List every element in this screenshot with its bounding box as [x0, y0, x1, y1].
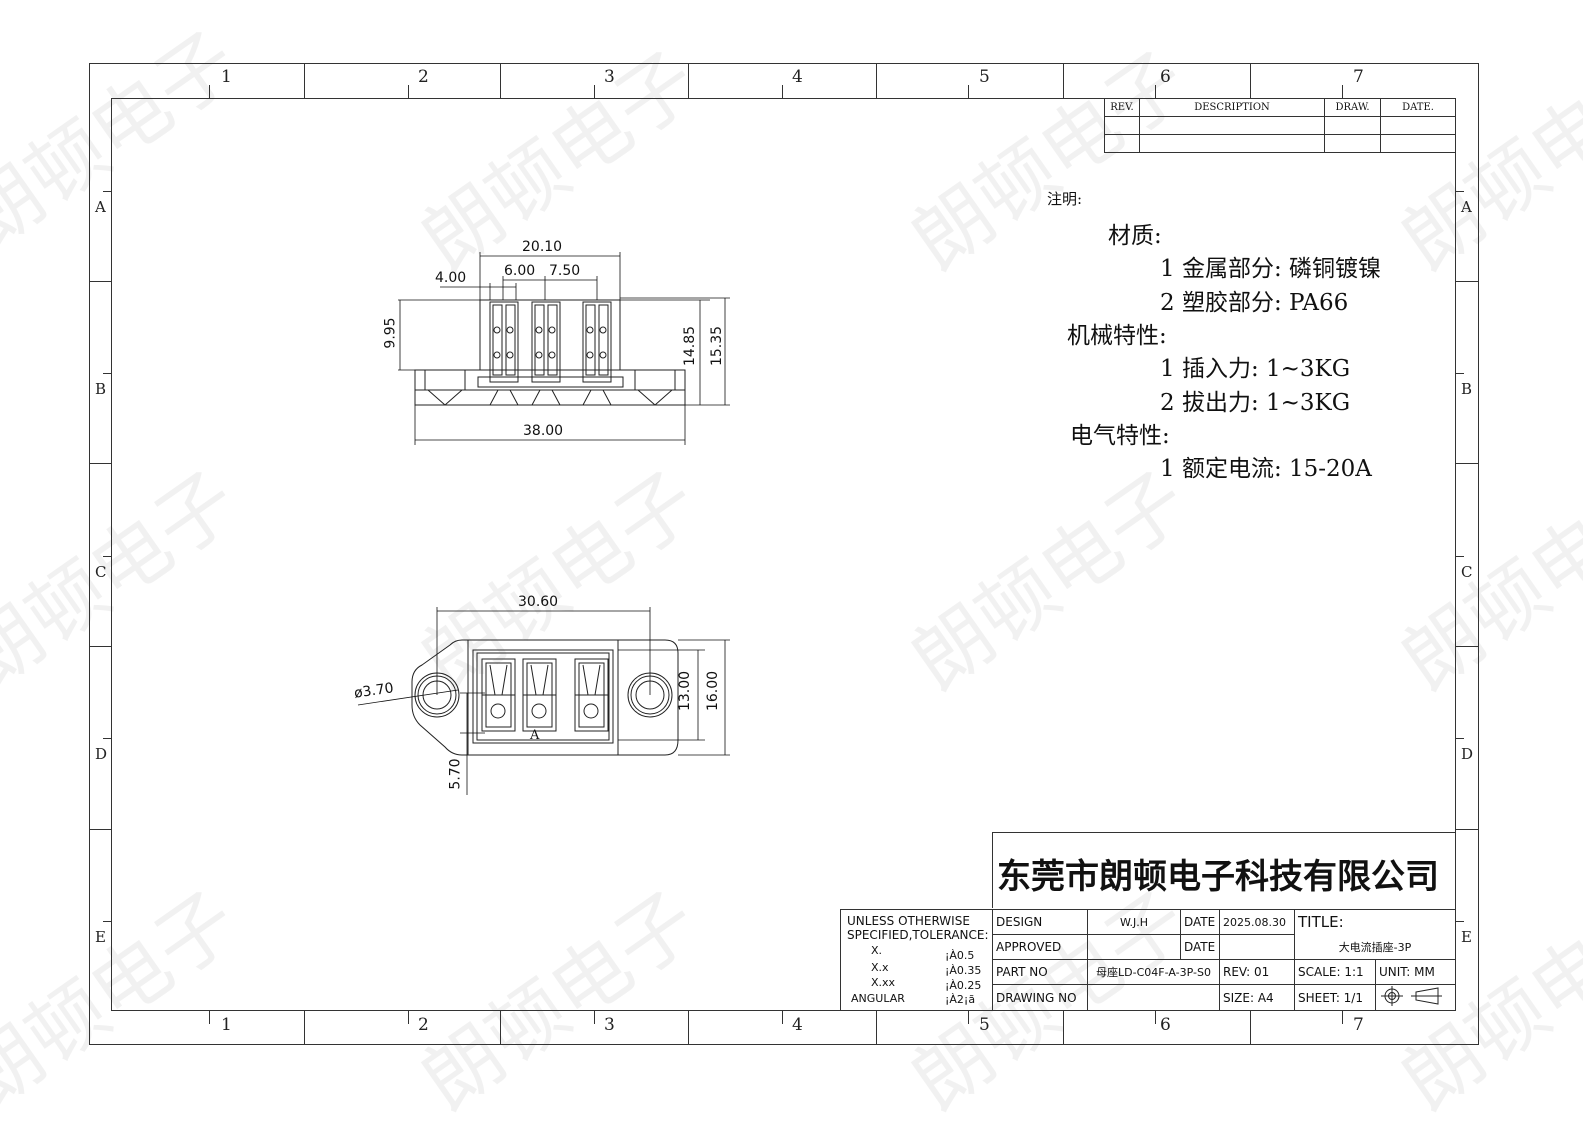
material-title: 材质: [1108, 223, 1162, 249]
grid-col-label: 6 [1160, 1015, 1171, 1035]
tolerance-line2: SPECIFIED,TOLERANCE: [847, 928, 989, 942]
revision-table-row [1104, 134, 1456, 153]
projection-symbol [1375, 984, 1456, 1011]
dim-hole-pitch: 30.60 [518, 594, 559, 610]
electrical-item: 1 额定电流: 15-20A [1160, 456, 1372, 482]
grid-col-label: 6 [1160, 67, 1171, 87]
electrical-title: 电气特性: [1070, 423, 1170, 449]
grid-col-label: 3 [604, 67, 615, 87]
rev-value: REV: 01 [1219, 959, 1295, 985]
grid-row-label: E [1461, 928, 1472, 946]
front-view-drawing [398, 252, 730, 445]
approved-label: APPROVED [992, 934, 1088, 960]
tolerance-line1: UNLESS OTHERWISE [847, 914, 970, 928]
grid-row-label: D [1461, 745, 1474, 763]
grid-col-label: 1 [221, 1015, 232, 1035]
revision-table-header: REV. DESCRIPTION DRAW. DATE. [1104, 98, 1456, 117]
grid-row-label: A [1461, 198, 1472, 216]
approved-date-value [1219, 934, 1295, 960]
grid-row-label: B [1461, 380, 1473, 398]
size-value: SIZE: A4 [1219, 984, 1295, 1011]
grid-col-label: 2 [418, 67, 429, 87]
drawing-no-value [1087, 984, 1220, 1011]
grid-col-label: 7 [1353, 1015, 1364, 1035]
grid-row-label: B [95, 380, 107, 398]
grid-col-label: 7 [1353, 67, 1364, 87]
title-block-table: DESIGN W.J.H DATE 2025.08.30 TITLE: APPR… [992, 909, 1456, 1011]
dim-pitch-b: 6.00 [504, 263, 536, 279]
dim-height-left: 9.95 [382, 317, 399, 349]
tolerance-box: UNLESS OTHERWISE SPECIFIED,TOLERANCE: X.… [840, 909, 992, 1011]
company-name: 东莞市朗顿电子科技有限公司 [997, 857, 1439, 897]
grid-row-label: A [95, 198, 106, 216]
unit-value: UNIT: MM [1375, 959, 1456, 985]
grid-col-label: 3 [604, 1015, 615, 1035]
title-label: TITLE: [1294, 909, 1456, 935]
rev-header: REV. [1104, 98, 1140, 117]
revision-table-row [1104, 116, 1456, 135]
approved-value [1087, 934, 1181, 960]
grid-col-label: 4 [792, 67, 803, 87]
tolerance-label: ANGULAR [851, 992, 905, 1005]
scale-value: SCALE: 1:1 [1294, 959, 1376, 985]
grid-col-label: 1 [221, 67, 232, 87]
mechanical-item: 1 插入力: 1~3KG [1160, 356, 1351, 382]
grid-col-label: 5 [979, 1015, 990, 1035]
outer-frame [89, 63, 1479, 1045]
dim-width-top: 20.10 [522, 239, 563, 255]
approved-date-label: DATE [1180, 934, 1220, 960]
description-header: DESCRIPTION [1139, 98, 1325, 117]
first-angle-projection-icon [1381, 986, 1442, 1006]
date-label: DATE [1180, 909, 1220, 935]
tolerance-label: X.xx [871, 976, 896, 989]
inner-frame [111, 98, 1456, 1011]
tolerance-value: ¡À0.5 [945, 949, 975, 962]
date-header: DATE. [1380, 98, 1456, 117]
grid-row-label: D [95, 745, 108, 763]
dim-height-total: 16.00 [705, 670, 722, 712]
dim-width-total: 38.00 [523, 423, 564, 439]
tolerance-label: X.x [871, 961, 889, 974]
top-view-drawing [357, 607, 730, 795]
part-no-label: PART NO [992, 959, 1088, 985]
company-name-box: 东莞市朗顿电子科技有限公司 [992, 832, 1456, 908]
grid-col-label: 5 [979, 67, 990, 87]
mechanical-title: 机械特性: [1067, 323, 1167, 349]
section-label: A [530, 728, 540, 743]
date-value: 2025.08.30 [1219, 909, 1295, 935]
title-value: 大电流插座-3P [1294, 934, 1456, 960]
dim-height-mid: 14.85 [682, 325, 699, 367]
dim-height-total: 15.35 [709, 325, 726, 367]
drawing-no-label: DRAWING NO [992, 984, 1088, 1011]
tolerance-value: ¡À2¡ã [945, 993, 976, 1006]
part-no-value: 母座LD-C04F-A-3P-S0 [1087, 959, 1220, 985]
dim-pitch-c: 7.50 [549, 263, 581, 279]
mechanical-item: 2 拔出力: 1~3KG [1160, 390, 1351, 416]
sheet-value: SHEET: 1/1 [1294, 984, 1376, 1011]
dim-pitch-a: 4.00 [435, 270, 467, 286]
material-item: 1 金属部分: 磷铜镀镍 [1160, 256, 1382, 282]
tolerance-value: ¡À0.35 [945, 964, 982, 977]
grid-col-label: 4 [792, 1015, 803, 1035]
grid-row-label: C [1461, 563, 1473, 581]
design-label: DESIGN [992, 909, 1088, 935]
design-value: W.J.H [1087, 909, 1181, 935]
tolerance-value: ¡À0.25 [945, 979, 982, 992]
tolerance-label: X. [871, 944, 883, 957]
dim-offset: 5.70 [447, 758, 464, 790]
draw-header: DRAW. [1324, 98, 1381, 117]
grid-col-label: 2 [418, 1015, 429, 1035]
notes-heading: 注明: [1047, 190, 1083, 208]
material-item: 2 塑胶部分: PA66 [1160, 290, 1349, 316]
grid-row-label: C [95, 563, 107, 581]
dim-height-inner: 13.00 [677, 670, 694, 712]
grid-row-label: E [95, 928, 106, 946]
revision-table: REV. DESCRIPTION DRAW. DATE. [1104, 98, 1456, 153]
